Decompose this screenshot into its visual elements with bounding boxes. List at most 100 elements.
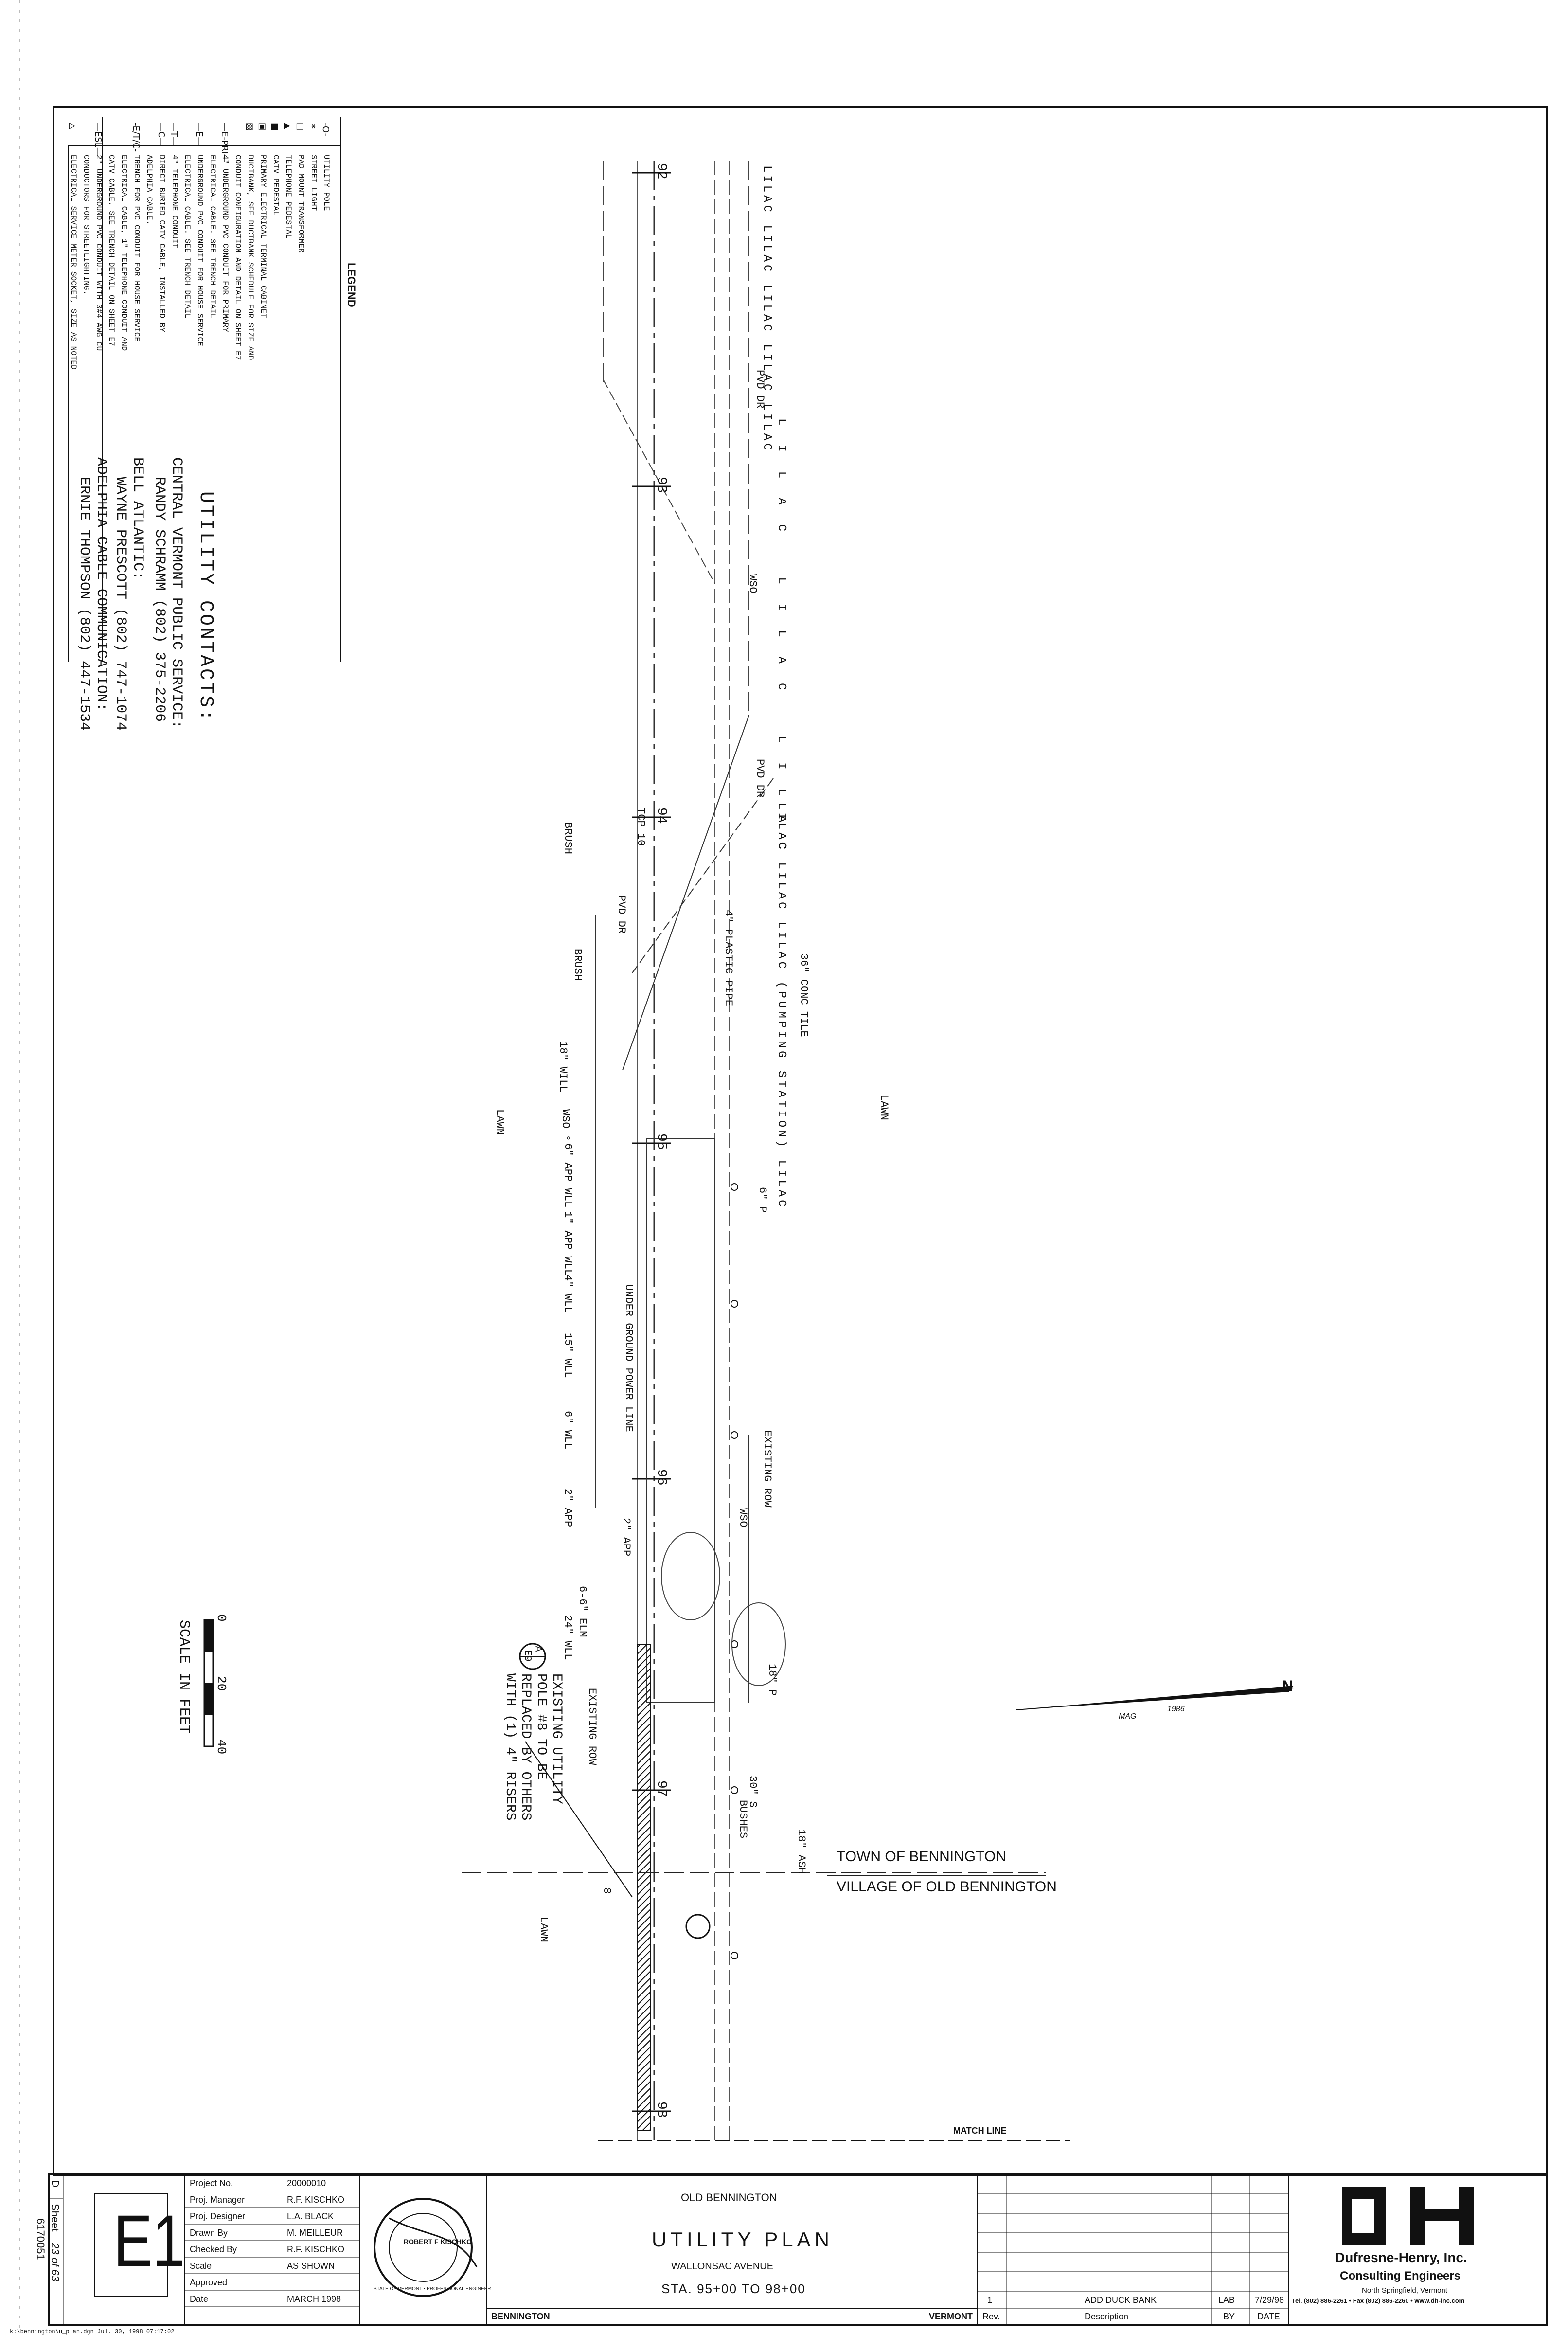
legend-symbol: ■ xyxy=(270,123,280,131)
legend-symbol: ▣ xyxy=(257,123,267,131)
lilac-label: LILAC LILAC LILAC LILAC LILAC xyxy=(760,165,773,453)
station-label: 95 xyxy=(654,1133,669,1150)
north-label: N xyxy=(1282,1677,1294,1695)
scale-tick: 0 xyxy=(214,1614,229,1622)
brush-label: BRUSH xyxy=(562,822,574,855)
seal-text: STATE OF VERMONT • PROFESSIONAL ENGINEER xyxy=(374,2286,491,2292)
lawn-label: LAWN xyxy=(494,1109,506,1135)
station-label: 94 xyxy=(654,808,669,824)
mag-label: MAG xyxy=(1119,1712,1137,1721)
company-name: Dufresne-Henry, Inc. xyxy=(1335,2250,1467,2265)
field-label: Drawn By xyxy=(190,2228,228,2238)
rev-header-rev: Rev. xyxy=(982,2312,1000,2321)
contact-line-1: CENTRAL VERMONT PUBLIC SERVICE: xyxy=(168,457,185,729)
underground-label: UNDER GROUND POWER LINE xyxy=(623,1284,635,1432)
callout-line: REPLACED BY OTHERS xyxy=(518,1673,533,1821)
scale-tick: 40 xyxy=(214,1739,229,1755)
legend-label: ELECTRICAL CABLE. SEE TRENCH DETAIL xyxy=(183,155,192,319)
field-value: AS SHOWN xyxy=(287,2261,335,2271)
rev-by: LAB xyxy=(1218,2295,1235,2305)
pvd-dr-label: PVD DR xyxy=(615,895,627,934)
legend-label: ELECTRICAL SERVICE METER SOCKET, SIZE AS… xyxy=(69,155,78,370)
lawn-label: LAWN xyxy=(537,1917,550,1942)
rev-number: 1 xyxy=(987,2295,993,2305)
tree-label: 6-6" ELM xyxy=(576,1586,588,1637)
callout-line: WITH (1) 4" RISERS xyxy=(502,1673,517,1821)
field-value: MARCH 1998 xyxy=(287,2294,341,2304)
station-label: 98 xyxy=(654,2102,669,2118)
drawing-number: 6170051 xyxy=(35,2218,47,2260)
well-label: 6" WLL xyxy=(562,1411,574,1450)
sheet-label: Sheet xyxy=(49,2204,61,2232)
legend-symbol: △ xyxy=(68,123,78,129)
file-path: k:\bennington\u_plan.dgn Jul. 30, 1998 0… xyxy=(10,2328,175,2335)
legend-label: TELEPHONE PEDESTAL xyxy=(284,155,293,239)
field-label: Checked By xyxy=(190,2245,237,2254)
contact-line-5: ADELPHIA CABLE COMMUNICATION: xyxy=(93,457,109,712)
contact-line-4: WAYNE PRESCOTT (802) 747-1074 xyxy=(112,477,129,731)
company-location: North Springfield, Vermont xyxy=(1362,2286,1447,2295)
legend-label: CATV PEDESTAL xyxy=(271,155,280,216)
well-label: 15" WLL xyxy=(562,1333,574,1378)
contact-line-6: ERNIE THOMPSON (802) 447-1534 xyxy=(76,477,92,731)
legend-label: CATV CABLE. SEE TRENCH DETAIL ON SHEET E… xyxy=(107,155,116,346)
legend-symbol: ✶ xyxy=(308,123,318,130)
contacts-heading: UTILITY CONTACTS: xyxy=(195,491,216,723)
legend-label: CONDUIT CONFIGURATION AND DETAIL ON SHEE… xyxy=(233,155,242,360)
legend-label: UNDERGROUND PVC CONDUIT FOR HOUSE SERVIC… xyxy=(196,155,204,346)
legend-label: DUCTBANK, SEE DUCTBANK SCHEDULE FOR SIZE… xyxy=(246,155,255,360)
sheet-code: E1 xyxy=(113,2200,185,2281)
scale-tick: 20 xyxy=(214,1676,229,1691)
callout-line: POLE #8 TO BE xyxy=(534,1673,549,1780)
existing-row-label: EXISTING ROW xyxy=(761,1430,773,1508)
field-value: M. MEILLEUR xyxy=(287,2228,343,2238)
callout-sheet: E9 xyxy=(521,1650,533,1662)
legend-label: UTILITY POLE xyxy=(322,155,331,211)
pipe-label: 4" PLASTIC PIPE xyxy=(722,910,734,1006)
well-label: 4" WLL xyxy=(562,1275,574,1313)
rev-description: ADD DUCK BANK xyxy=(1085,2295,1157,2305)
company-contact: Tel. (802) 886-2261 • Fax (802) 886-2260… xyxy=(1292,2297,1465,2304)
legend-label: CONDUCTORS FOR STREETLIGHTING. xyxy=(82,155,90,295)
field-value: 20000010 xyxy=(287,2178,326,2188)
legend-label: 4" UNDERGROUND PVC CONDUIT FOR PRIMARY xyxy=(221,155,230,332)
field-value: R.F. KISCHKO xyxy=(287,2195,345,2205)
legend-label: STREET LIGHT xyxy=(309,155,318,211)
tcp-label: TCP 10 xyxy=(635,808,647,846)
field-label: Approved xyxy=(190,2278,228,2287)
field-label: Proj. Designer xyxy=(190,2211,246,2221)
station-range: STA. 95+00 TO 98+00 xyxy=(661,2281,806,2296)
match-line-label: MATCH LINE xyxy=(953,2126,1007,2136)
callout-line: EXISTING UTILITY xyxy=(549,1673,564,1804)
field-value: L.A. BLACK xyxy=(287,2211,334,2221)
field-value: R.F. KISCHKO xyxy=(287,2245,345,2254)
app-label: 2" APP xyxy=(562,1489,574,1527)
company-subtitle: Consulting Engineers xyxy=(1340,2269,1461,2282)
station-label: 96 xyxy=(654,1469,669,1486)
tree-label: 18" ASH xyxy=(795,1829,807,1874)
app-label: 2" APP xyxy=(620,1518,632,1557)
legend-label: 2" UNDERGROUND PVC CONDUIT WITH 3#4 AWG … xyxy=(94,155,103,351)
legend-symbol: —C— xyxy=(156,123,166,146)
pvd-dr-label: PVD DR xyxy=(754,759,766,798)
town-name: BENNINGTON xyxy=(491,2312,550,2321)
rev-date: 7/29/98 xyxy=(1255,2295,1284,2305)
pole-number: 8 xyxy=(601,1887,613,1894)
field-label: Scale xyxy=(190,2261,212,2271)
company-logo: DH xyxy=(1342,2187,1343,2188)
existing-row-label: EXISTING ROW xyxy=(586,1688,598,1765)
app-label: 6" APP WLL xyxy=(562,1143,574,1208)
legend-label: PRIMARY ELECTRICAL TERMINAL CABINET xyxy=(259,155,267,319)
legend-symbol: —E— xyxy=(194,123,204,146)
town-label: TOWN OF BENNINGTON xyxy=(837,1849,1006,1865)
project-name: OLD BENNINGTON xyxy=(681,2191,777,2204)
well-label: 24" WLL xyxy=(562,1615,574,1660)
bushes-label: BUSHES xyxy=(737,1800,749,1839)
village-label: VILLAGE OF OLD BENNINGTON xyxy=(837,1879,1057,1895)
legend-label: ELECTRICAL CABLE. SEE TRENCH DETAIL xyxy=(208,155,217,319)
legend-label: TRENCH FOR PVC CONDUIT FOR HOUSE SERVICE xyxy=(132,155,141,342)
legend-symbol: ▲ xyxy=(283,123,293,129)
rev-header-date: DATE xyxy=(1257,2312,1280,2321)
